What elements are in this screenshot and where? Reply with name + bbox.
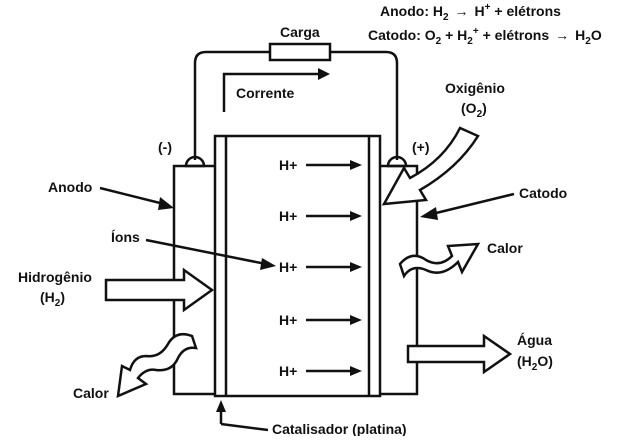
ion-arrowhead <box>350 262 362 272</box>
water-formula: (H2O) <box>517 353 553 373</box>
oxygen-formula: (O2) <box>461 100 487 120</box>
heat-label-left: Calor <box>73 385 109 401</box>
hydrogen-label: Hidrogênio <box>18 269 92 285</box>
negative-label: (-) <box>158 139 172 155</box>
anode-equation: Anodo: H2→H+ + elétrons <box>380 2 561 23</box>
ion-arrowhead <box>350 160 362 170</box>
load-resistor <box>268 42 332 62</box>
current-arrow <box>222 72 318 112</box>
ion-row-3: H+ <box>279 259 362 275</box>
anode-label: Anodo <box>48 179 92 195</box>
hydrogen-formula: (H2) <box>40 289 65 309</box>
ion-row-1: H+ <box>279 157 362 173</box>
cathode-label: Catodo <box>519 185 567 201</box>
circuit-wire-left <box>193 50 270 160</box>
ion-row-5: H+ <box>279 363 362 379</box>
cathode-pointer <box>431 192 515 216</box>
hydrogen-inflow-arrow <box>104 267 215 313</box>
anode-pointer-head <box>158 197 174 210</box>
ion-label: H+ <box>279 208 297 224</box>
ion-row-4: H+ <box>279 312 362 328</box>
ion-arrowhead <box>350 366 362 376</box>
ion-label: H+ <box>279 157 297 173</box>
ion-label: H+ <box>279 363 297 379</box>
ions-label: Íons <box>111 229 140 245</box>
current-arrowhead <box>318 68 330 80</box>
positive-label: (+) <box>412 139 430 155</box>
ion-arrowhead <box>350 315 362 325</box>
anode-pointer <box>99 186 165 206</box>
oxygen-label: Oxigênio <box>445 80 505 96</box>
heat-arrow-left <box>116 333 198 399</box>
ions-pointer-head <box>260 258 276 270</box>
cathode-pointer-head <box>420 207 438 220</box>
heat-arrow-right <box>398 242 481 279</box>
oxygen-inflow-arrow <box>381 126 480 206</box>
ions-pointer <box>145 238 267 266</box>
catalyst-pointer-head <box>216 400 226 412</box>
water-outflow-arrow <box>406 333 513 375</box>
load-label: Carga <box>280 24 320 40</box>
circuit-wire-right <box>330 50 399 160</box>
current-label: Corrente <box>236 85 295 101</box>
water-label: Água <box>517 332 552 348</box>
cathode-equation: Catodo: O2 + H2+ + elétrons→H2O <box>368 26 602 47</box>
ion-label: H+ <box>279 312 297 328</box>
ion-label: H+ <box>279 259 297 275</box>
catalyst-label: Catalisador (platina) <box>272 421 407 436</box>
catalyst-pointer-tail <box>220 422 269 432</box>
ion-row-2: H+ <box>279 208 362 224</box>
heat-label-right: Calor <box>487 240 523 256</box>
ion-arrowhead <box>350 211 362 221</box>
